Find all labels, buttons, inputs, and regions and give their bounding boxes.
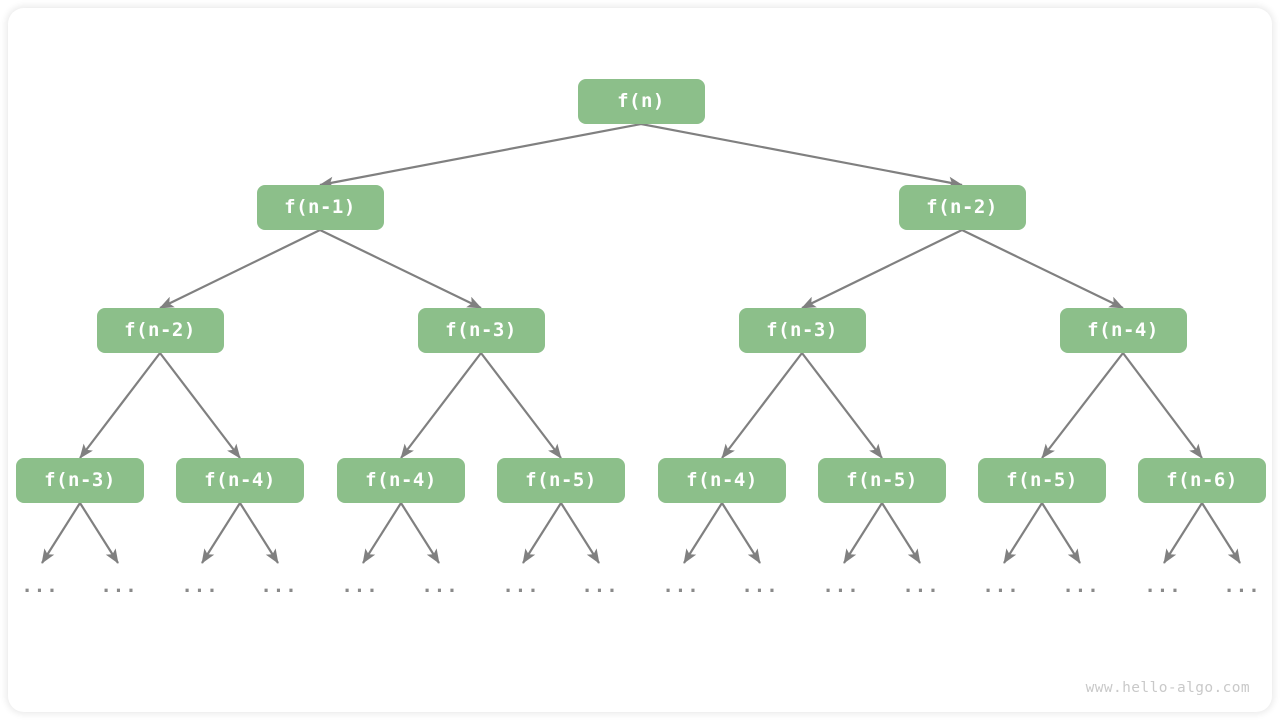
tree-edge <box>683 502 723 564</box>
tree-edge <box>159 229 321 309</box>
ellipsis-marker: ... <box>822 575 860 597</box>
ellipsis-marker: ... <box>100 575 138 597</box>
tree-edge <box>79 352 161 459</box>
tree-edge <box>1041 502 1081 564</box>
tree-edge <box>41 502 81 564</box>
ellipsis-marker: ... <box>421 575 459 597</box>
tree-edge <box>1163 502 1203 564</box>
tree-edge <box>522 502 562 564</box>
ellipsis-marker: ... <box>662 575 700 597</box>
ellipsis-marker: ... <box>1144 575 1182 597</box>
tree-node-1-0[interactable]: f(n-1) <box>256 184 384 230</box>
ellipsis-marker: ... <box>902 575 940 597</box>
tree-edge <box>319 122 642 189</box>
tree-node-2-2[interactable]: f(n-3) <box>738 307 866 353</box>
tree-node-3-7[interactable]: f(n-6) <box>1138 457 1266 503</box>
ellipsis-marker: ... <box>741 575 779 597</box>
tree-edge <box>1122 352 1203 459</box>
ellipsis-marker: ... <box>581 575 619 597</box>
tree-node-3-1[interactable]: f(n-4) <box>176 457 304 503</box>
ellipsis-marker: ... <box>502 575 540 597</box>
tree-node-2-0[interactable]: f(n-2) <box>96 307 224 353</box>
tree-edge <box>362 502 402 564</box>
edge-group <box>41 122 1241 564</box>
tree-edge <box>1003 502 1043 564</box>
tree-edge <box>881 502 921 564</box>
tree-edge <box>480 352 562 459</box>
ellipsis-marker: ... <box>341 575 379 597</box>
tree-edge <box>1201 502 1241 564</box>
tree-node-0-0[interactable]: f(n) <box>577 78 705 124</box>
tree-node-3-4[interactable]: f(n-4) <box>658 457 786 503</box>
ellipsis-marker: ... <box>1223 575 1261 597</box>
ellipsis-marker: ... <box>260 575 298 597</box>
ellipsis-marker: ... <box>982 575 1020 597</box>
watermark: www.hello-algo.com <box>1085 680 1250 696</box>
ellipsis-marker: ... <box>1062 575 1100 597</box>
tree-node-2-3[interactable]: f(n-4) <box>1059 307 1187 353</box>
tree-edge <box>400 502 440 564</box>
tree-node-2-1[interactable]: f(n-3) <box>417 307 545 353</box>
ellipsis-marker: ... <box>181 575 219 597</box>
tree-edge <box>201 502 241 564</box>
tree-node-3-0[interactable]: f(n-3) <box>16 457 144 503</box>
tree-edge <box>843 502 883 564</box>
tree-edge <box>319 229 482 309</box>
tree-edge <box>239 502 279 564</box>
tree-edge <box>400 352 482 459</box>
tree-edge <box>560 502 600 564</box>
tree-edge <box>640 122 963 189</box>
tree-edge <box>79 502 119 564</box>
tree-edge <box>1041 352 1124 459</box>
diagram-card <box>8 8 1272 712</box>
tree-node-3-5[interactable]: f(n-5) <box>818 457 946 503</box>
tree-node-1-1[interactable]: f(n-2) <box>898 184 1026 230</box>
tree-edge <box>801 352 883 459</box>
tree-edge <box>961 229 1124 309</box>
ellipsis-marker: ... <box>21 575 59 597</box>
tree-edge <box>801 229 963 309</box>
tree-node-3-3[interactable]: f(n-5) <box>497 457 625 503</box>
tree-edge <box>721 352 803 459</box>
tree-node-3-6[interactable]: f(n-5) <box>978 457 1106 503</box>
tree-edge <box>159 352 241 459</box>
tree-edge <box>721 502 761 564</box>
tree-node-3-2[interactable]: f(n-4) <box>337 457 465 503</box>
